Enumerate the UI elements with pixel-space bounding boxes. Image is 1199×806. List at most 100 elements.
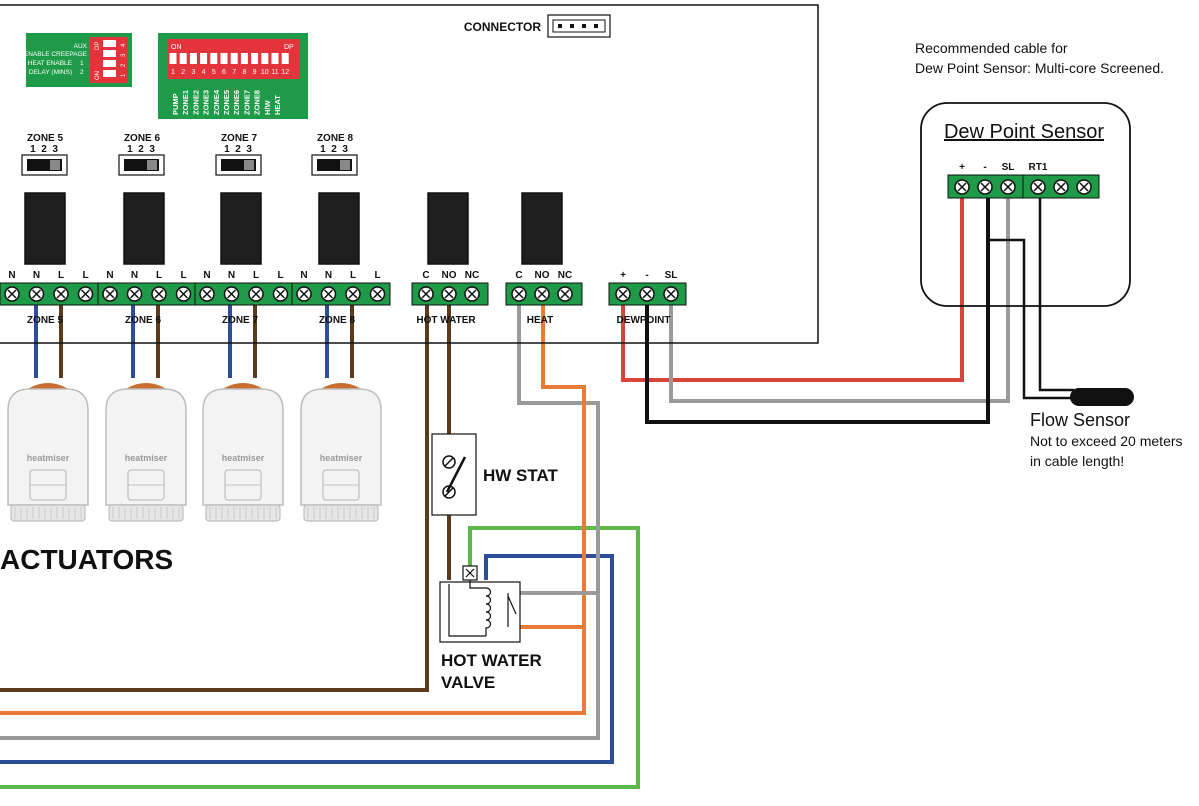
terminal-pin-label: SL [665, 270, 678, 281]
zone-switch-title: ZONE 6 [124, 133, 161, 144]
terminal-screw[interactable] [663, 286, 679, 302]
zone-switch-positions: 1 2 3 [127, 144, 155, 155]
terminal-screw[interactable] [175, 286, 192, 302]
dip-large-num-8: 8 [242, 69, 246, 76]
slide-knob[interactable] [147, 160, 157, 170]
dp-pin-plus: + [959, 162, 965, 173]
terminal-screw[interactable] [639, 286, 655, 302]
actuator-brand: heatmiser [125, 453, 168, 463]
terminal-screw[interactable] [28, 286, 45, 302]
zone-switch-8: ZONE 81 2 3 [311, 133, 358, 176]
dip-small-switch-2[interactable] [103, 50, 116, 57]
cable-note-1: Recommended cable for [915, 40, 1068, 56]
dip-large-switch-2[interactable] [179, 53, 187, 64]
dip-small-num-4: 4 [121, 43, 127, 47]
terminal-screw[interactable] [345, 286, 361, 302]
terminal-screw[interactable] [4, 286, 20, 302]
dip-large-switch-12[interactable] [281, 53, 289, 64]
zone-switch-title: ZONE 8 [317, 133, 354, 144]
dip-large-switch-10[interactable] [261, 53, 269, 64]
slide-knob[interactable] [340, 160, 350, 170]
dp-pin-rt1: RT1 [1029, 162, 1048, 173]
relay-5 [427, 192, 469, 265]
terminal-screw[interactable] [102, 286, 118, 302]
terminal-screw[interactable] [557, 286, 573, 302]
terminal-screw[interactable] [615, 286, 631, 302]
dp-terminal-screw[interactable] [1053, 179, 1069, 195]
terminal-screw[interactable] [511, 286, 527, 302]
terminal-screw[interactable] [126, 286, 143, 302]
terminal-screw[interactable] [223, 286, 240, 302]
flow-sensor-probe [1070, 388, 1134, 406]
relay-3 [220, 192, 262, 265]
terminal-screw[interactable] [151, 286, 167, 302]
hw-stat-label: HW STAT [483, 466, 559, 485]
dip-row-delay: DELAY (MINS) [29, 69, 72, 76]
actuator-brand: heatmiser [27, 453, 70, 463]
actuator-base [205, 504, 281, 522]
dip-small-switch-3[interactable] [103, 60, 116, 67]
dip-large-label-10: H/W [263, 100, 272, 116]
dip-large-switch-7[interactable] [230, 53, 238, 64]
dip-large-switch-11[interactable] [271, 53, 279, 64]
dp-terminal-screw[interactable] [1030, 179, 1046, 195]
terminal-screw[interactable] [53, 286, 69, 302]
terminal-pin-label: N [203, 270, 210, 281]
dip-large-switch-4[interactable] [200, 53, 208, 64]
dip-large-switch-8[interactable] [240, 53, 248, 64]
terminal-pin-label: L [180, 270, 186, 281]
valve-label-2: VALVE [441, 673, 495, 692]
red-wire [621, 190, 964, 382]
dip-large-switch-6[interactable] [220, 53, 228, 64]
terminal-screw[interactable] [272, 286, 289, 302]
terminal-screw[interactable] [441, 286, 457, 302]
flow-sensor-title: Flow Sensor [1030, 410, 1130, 430]
dip-switch-small: AUX ENABLE CREEPAGE HEAT ENABLE DELAY (M… [24, 33, 132, 87]
terminal-screw[interactable] [199, 286, 215, 302]
terminal-screw[interactable] [464, 286, 480, 302]
valve-label-1: HOT WATER [441, 651, 542, 670]
dip-large-num-12: 12 [281, 69, 289, 76]
terminal-screw[interactable] [369, 286, 386, 302]
terminal-screw[interactable] [320, 286, 337, 302]
terminal-pin-label: N [131, 270, 138, 281]
dip-large-label-7: ZONE6 [232, 90, 241, 115]
actuator-body [7, 388, 89, 506]
dip-small-switch-1[interactable] [103, 40, 116, 47]
terminal-screw[interactable] [534, 286, 550, 302]
dip-large-num-4: 4 [202, 69, 206, 76]
relay-4 [318, 192, 360, 265]
dip-small-switch-4[interactable] [103, 70, 116, 77]
slide-knob[interactable] [50, 160, 60, 170]
terminal-screw[interactable] [418, 286, 434, 302]
zone-switch-positions: 1 2 3 [224, 144, 252, 155]
zone-switch-6: ZONE 61 2 3 [118, 133, 165, 176]
dip-large-label-8: ZONE7 [242, 90, 251, 115]
terminal-screw[interactable] [248, 286, 264, 302]
dp-terminal-screw[interactable] [1076, 179, 1092, 195]
connector: CONNECTOR [464, 14, 611, 38]
terminal-group-label: ZONE 5 [27, 315, 64, 326]
dip-large-switch-9[interactable] [251, 53, 259, 64]
dip-large-switch-1[interactable] [169, 53, 177, 64]
slide-knob[interactable] [244, 160, 254, 170]
actuator-body [105, 388, 187, 506]
dp-terminal-screw[interactable] [1000, 179, 1016, 195]
terminal-pin-label: N [300, 270, 307, 281]
terminal-pin-label: N [8, 270, 15, 281]
dip-large-switch-5[interactable] [210, 53, 218, 64]
terminal-pin-label: NC [558, 270, 572, 281]
dp-terminal-screw[interactable] [977, 179, 993, 195]
dip-large-label-6: ZONE5 [222, 90, 231, 115]
actuator-base [108, 504, 184, 522]
terminal-screw[interactable] [296, 286, 312, 302]
terminal-pin-label: NO [442, 270, 457, 281]
terminal-screw[interactable] [77, 286, 94, 302]
blue-wire [0, 554, 614, 764]
dip-large-label-9: ZONE8 [253, 90, 262, 115]
dip-large-on: ON [171, 44, 182, 51]
dip-large-switch-3[interactable] [189, 53, 197, 64]
dp-terminal-screw[interactable] [954, 179, 970, 195]
